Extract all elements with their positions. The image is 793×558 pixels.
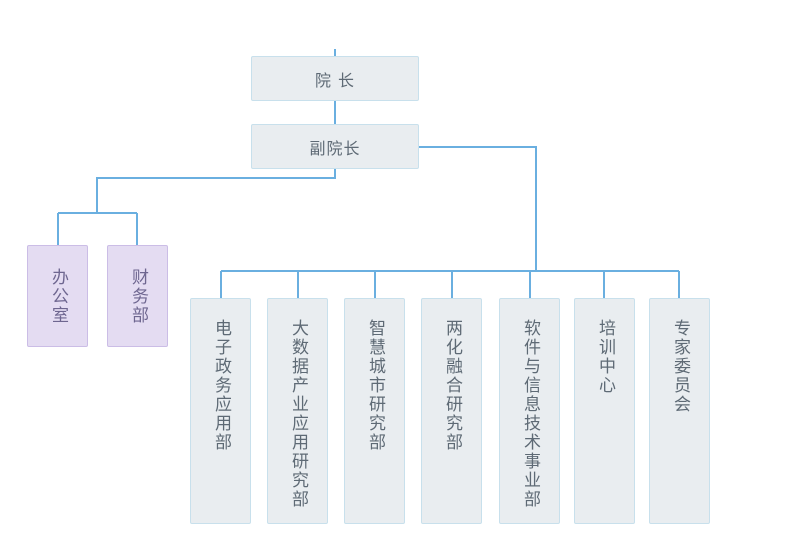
admin-node-label: 办公室: [48, 268, 68, 325]
department-node-training: 培训中心: [574, 298, 635, 524]
department-node-bigdata: 大数据产业应用研究部: [267, 298, 328, 524]
department-label: 培训中心: [595, 319, 615, 395]
department-node-smartcity: 智慧城市研究部: [344, 298, 405, 524]
department-label: 智慧城市研究部: [365, 319, 385, 452]
president-label: 院 长: [314, 70, 356, 90]
department-label: 电子政务应用部: [211, 319, 231, 452]
president-node: 院 长: [251, 56, 419, 101]
vice-president-label: 副院长: [309, 138, 361, 158]
admin-node-label: 财务部: [128, 268, 148, 325]
connector-vice-to-admin: [96, 168, 336, 213]
department-label: 两化融合研究部: [442, 319, 462, 452]
connector-lines: [57, 49, 680, 298]
department-node-integration: 两化融合研究部: [421, 298, 482, 524]
department-node-software: 软件与信息技术事业部: [499, 298, 560, 524]
department-node-experts: 专家委员会: [649, 298, 710, 524]
admin-node-finance: 财务部: [107, 245, 168, 347]
admin-node-office: 办公室: [27, 245, 88, 347]
connector-vice-to-departments: [419, 146, 537, 271]
vice-president-node: 副院长: [251, 124, 419, 169]
department-label: 软件与信息技术事业部: [520, 319, 540, 509]
department-node-egov: 电子政务应用部: [190, 298, 251, 524]
department-label: 专家委员会: [670, 319, 690, 414]
department-label: 大数据产业应用研究部: [288, 319, 308, 509]
